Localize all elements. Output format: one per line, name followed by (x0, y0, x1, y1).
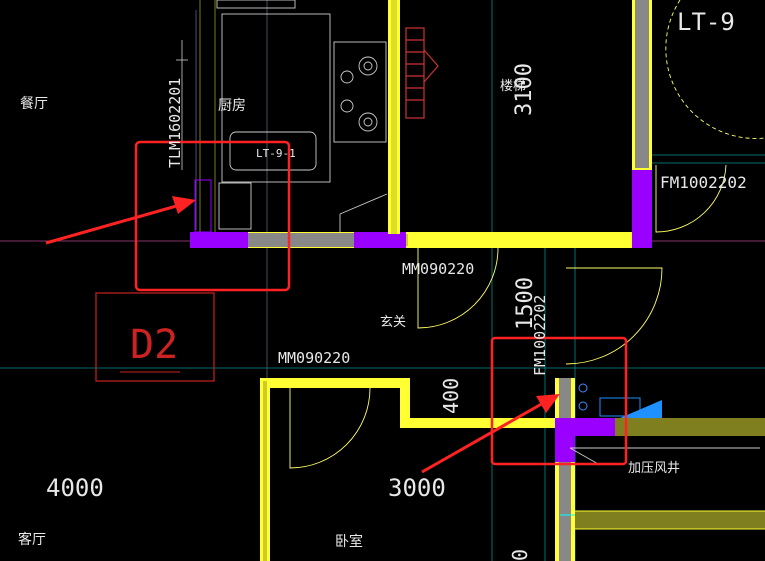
label-bedroom: 卧室 (335, 533, 363, 550)
door-swings (289, 0, 765, 469)
red-arrows (45, 196, 560, 474)
dim-3100: 3100 (512, 63, 537, 116)
dim-3000: 3000 (388, 474, 446, 502)
arrow-right (421, 400, 546, 474)
tag-lt9-small: LT-9-1 (256, 147, 296, 160)
tag-d2: D2 (130, 322, 178, 368)
dim-400: 400 (439, 378, 463, 414)
label-stair: 楼梯 (500, 79, 526, 94)
tag-mm-left: MM090220 (278, 349, 350, 367)
dim-1500: 1500 (513, 277, 538, 330)
callout-box-left (134, 140, 291, 292)
dim-4000: 4000 (46, 474, 104, 502)
label-entry: 玄关 (380, 315, 406, 330)
d2-marker (95, 292, 215, 382)
tag-fm-right: FM1002202 (660, 173, 747, 192)
dim-0: 0 (508, 549, 532, 561)
tag-tlm: TLM1602201 (166, 78, 184, 168)
kitchen-fixtures (216, 0, 388, 232)
tag-lt9: LT-9 (677, 8, 735, 36)
tag-mm-top: MM090220 (402, 260, 474, 278)
label-living: 客厅 (18, 531, 46, 548)
label-shaft: 加压风井 (628, 461, 680, 476)
callout-box-right (490, 336, 628, 466)
tlm-leader (176, 40, 188, 170)
arrow-left (45, 203, 181, 245)
tag-fm-center: FM1002202 (531, 295, 549, 376)
label-kitchen: 厨房 (218, 98, 246, 114)
label-dining: 餐厅 (20, 96, 48, 112)
stair-fixture (405, 27, 439, 119)
walls (190, 0, 765, 561)
red-callouts (134, 140, 628, 466)
